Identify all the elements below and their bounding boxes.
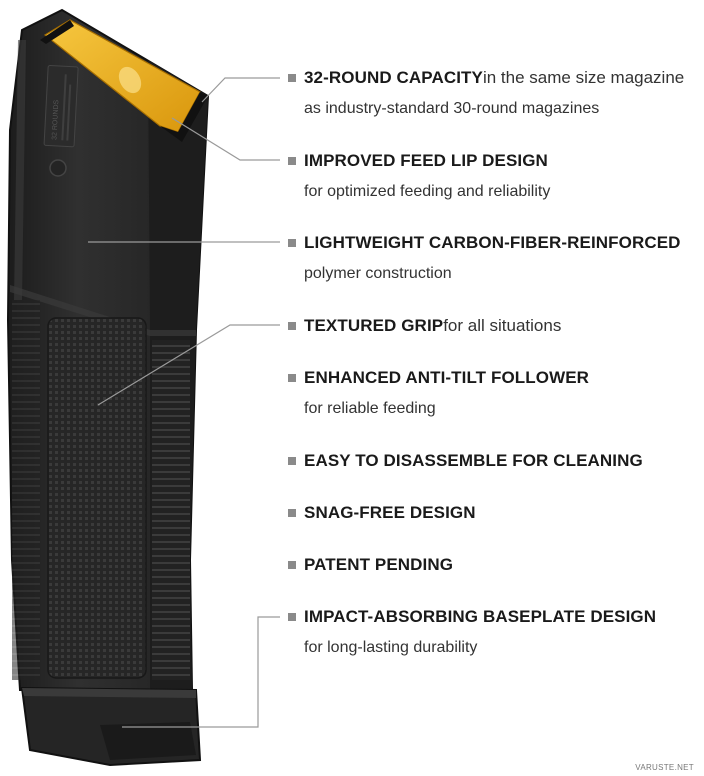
- feature-title: ENHANCED ANTI-TILT FOLLOWER: [304, 368, 590, 387]
- feature-subtext: for long-lasting durability: [304, 639, 478, 656]
- watermark: VARUSTE.NET: [635, 763, 694, 772]
- leader-line-grip: [97, 324, 280, 406]
- leader-lines: [88, 77, 280, 728]
- side-ribs: [152, 340, 190, 680]
- bullet-icon: [288, 239, 296, 247]
- feature-title: LIGHTWEIGHT CARBON-FIBER-REINFORCED: [304, 233, 681, 252]
- feature-lightweight-construction: LIGHTWEIGHT CARBON-FIBER-REINFORCED poly…: [288, 232, 700, 285]
- feature-feed-lip: IMPROVED FEED LIP DESIGN for optimized f…: [288, 150, 700, 203]
- feature-title: PATENT PENDING: [304, 555, 454, 574]
- feature-snag-free: SNAG-FREE DESIGN: [288, 502, 700, 524]
- embossed-text: 32 ROUNDS: [51, 99, 60, 140]
- feature-title: EASY TO DISASSEMBLE FOR CLEANING: [304, 451, 643, 470]
- feature-easy-disassembly: EASY TO DISASSEMBLE FOR CLEANING: [288, 450, 700, 472]
- feature-title: IMPACT-ABSORBING BASEPLATE DESIGN: [304, 607, 657, 626]
- feature-patent-pending: PATENT PENDING: [288, 554, 700, 576]
- bullet-icon: [288, 374, 296, 382]
- feature-anti-tilt-follower: ENHANCED ANTI-TILT FOLLOWER for reliable…: [288, 367, 700, 420]
- bullet-icon: [288, 509, 296, 517]
- feature-title: TEXTURED GRIP: [304, 316, 444, 335]
- feature-subtext: polymer construction: [304, 265, 452, 282]
- feature-baseplate: IMPACT-ABSORBING BASEPLATE DESIGN for lo…: [288, 606, 700, 659]
- feature-32-round-capacity: 32-ROUND CAPACITY in the same size magaz…: [288, 67, 700, 120]
- bullet-icon: [288, 457, 296, 465]
- bullet-icon: [288, 157, 296, 165]
- embossed-label: 32 ROUNDS: [43, 65, 79, 148]
- feature-subtext: as industry-standard 30-round magazines: [304, 100, 600, 117]
- bullet-icon: [288, 74, 296, 82]
- feature-inline-text: for all situations: [443, 316, 562, 335]
- textured-grip-panel: [47, 317, 147, 679]
- feature-textured-grip: TEXTURED GRIP for all situations: [288, 315, 700, 337]
- feature-subtext: for reliable feeding: [304, 400, 436, 417]
- leader-line-feed-lip: [171, 117, 280, 161]
- leader-line-baseplate: [122, 616, 280, 728]
- bullet-icon: [288, 613, 296, 621]
- feature-title: 32-ROUND CAPACITY: [304, 68, 483, 87]
- leader-line-capacity: [201, 77, 280, 103]
- feature-title: SNAG-FREE DESIGN: [304, 503, 476, 522]
- feature-subtext: for optimized feeding and reliability: [304, 183, 551, 200]
- feature-inline-text: in the same size magazine: [482, 68, 685, 87]
- bullet-icon: [288, 561, 296, 569]
- logo-emblem: [49, 159, 67, 177]
- feature-title: IMPROVED FEED LIP DESIGN: [304, 151, 548, 170]
- bullet-icon: [288, 322, 296, 330]
